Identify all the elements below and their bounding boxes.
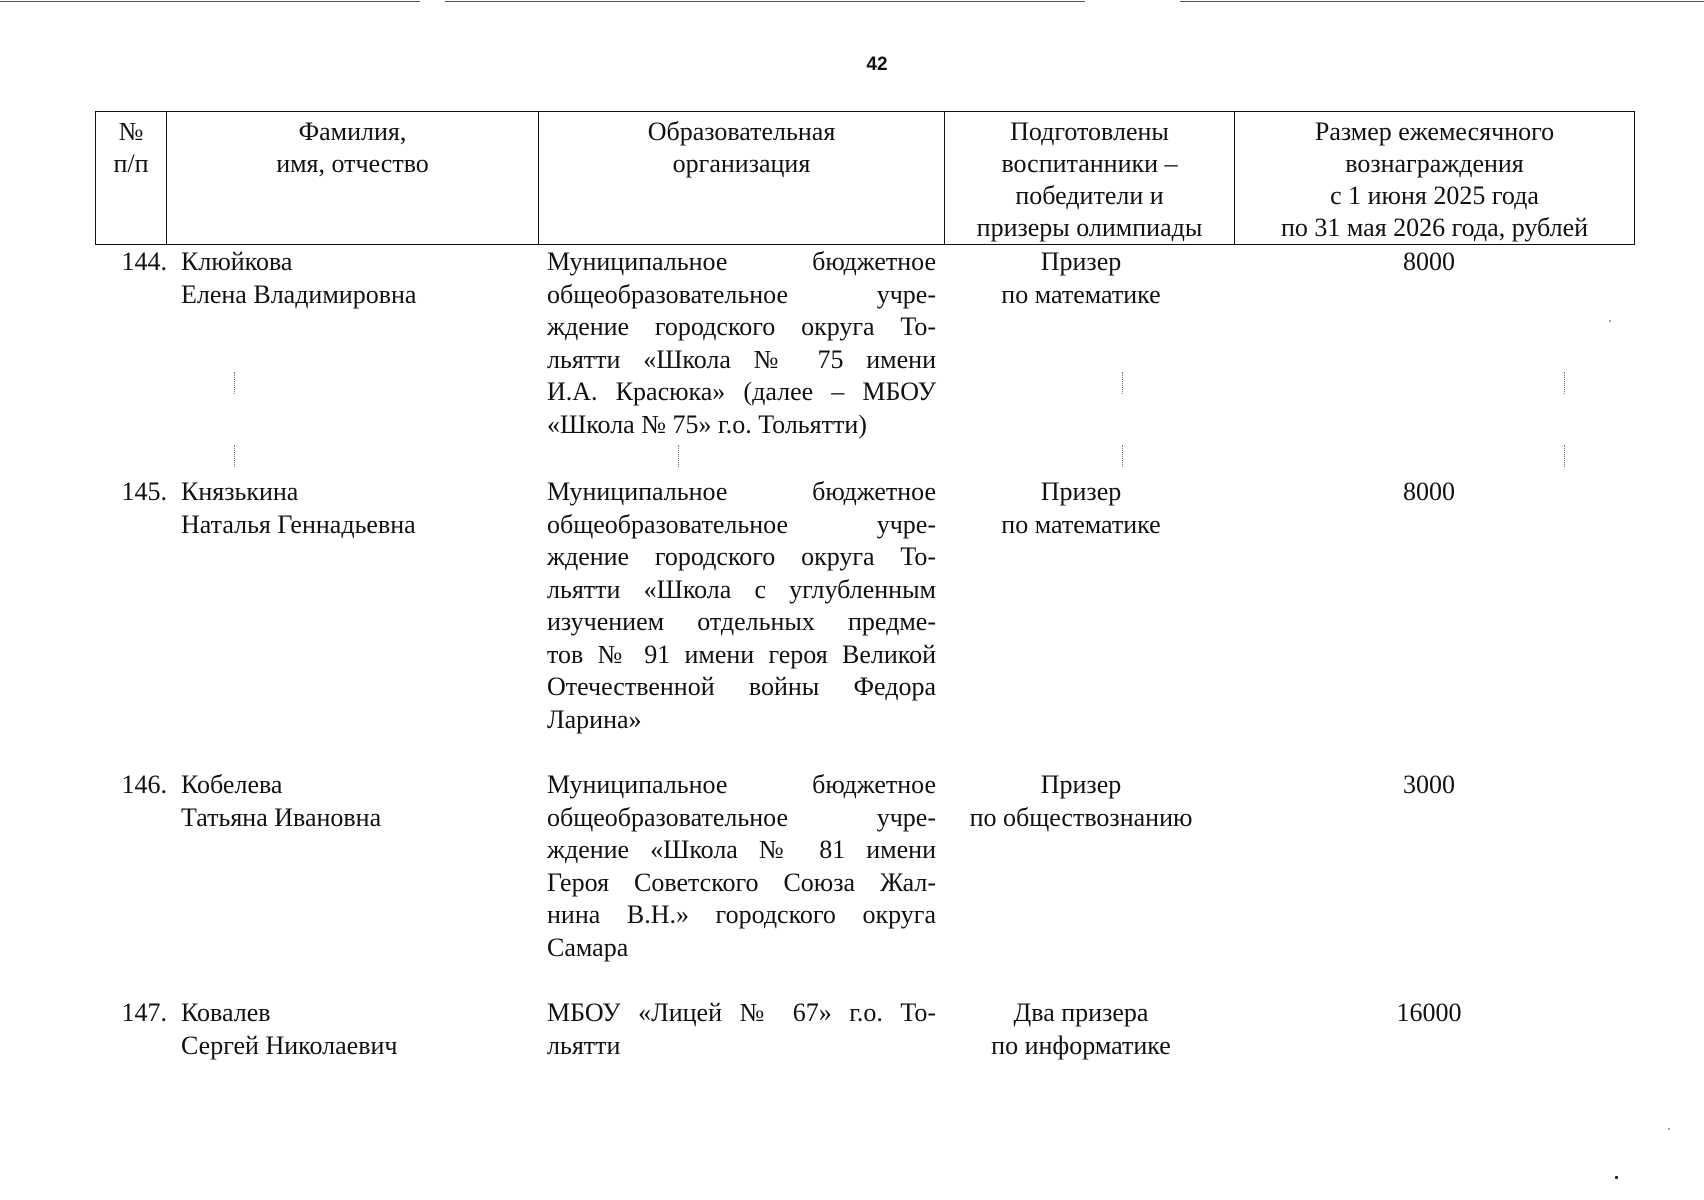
org-line: общеобразовательное учре- xyxy=(547,279,936,309)
org-line: МБОУ «Лицей № 67» г.о. То- xyxy=(547,998,936,1027)
name-line: Наталья Геннадьевна xyxy=(181,509,416,539)
org-line: Героя Советского Союза Жал- xyxy=(547,867,936,897)
result-line: по обществознанию xyxy=(969,802,1193,832)
name-line: Елена Владимировна xyxy=(181,279,417,309)
scan-speck xyxy=(1564,445,1566,467)
name-line: Кобелева xyxy=(181,770,283,799)
scan-speck xyxy=(1122,445,1124,467)
result-line: по математике xyxy=(1001,509,1161,539)
result-line: по информатике xyxy=(991,1030,1171,1060)
scan-speck xyxy=(1564,372,1566,394)
header-line: победители и xyxy=(1015,181,1164,210)
scan-edge-line xyxy=(0,1,420,2)
org-line: Муниципальное бюджетное xyxy=(547,477,936,506)
header-cell-amount: Размер ежемесячного вознаграждения с 1 и… xyxy=(1234,111,1635,245)
olympiad-result: Призер по обществознанию xyxy=(943,769,1219,834)
name-line: Сергей Николаевич xyxy=(181,1030,398,1060)
org-line: ждение «Школа № 81 имени xyxy=(547,835,936,864)
scan-edge-line xyxy=(445,1,1085,2)
row-number: 147. xyxy=(121,998,168,1027)
organization: Муниципальное бюджетное общеобразователь… xyxy=(547,246,936,441)
org-line: Ларина» xyxy=(547,704,642,734)
person-name: Кобелева Татьяна Ивановна xyxy=(181,769,541,834)
header-line: Фамилия, xyxy=(298,117,407,146)
org-line: льятти xyxy=(547,1030,621,1060)
org-line: общеобразовательное учре- xyxy=(547,802,936,832)
result-line: Призер xyxy=(1040,247,1122,276)
org-line: ждение городского округа То- xyxy=(547,542,936,571)
result-line: Два призера xyxy=(1013,998,1149,1027)
header-line: Подготовлены xyxy=(1010,117,1169,146)
org-line: Муниципальное бюджетное xyxy=(547,247,936,276)
header-line: № xyxy=(118,117,144,146)
header-line: Образовательная xyxy=(647,117,836,146)
olympiad-result: Призер по математике xyxy=(943,246,1219,311)
reward-amount: 3000 xyxy=(1403,770,1455,799)
header-line: призеры олимпиады xyxy=(976,213,1203,242)
scan-speck xyxy=(1668,1128,1670,1130)
header-line: Размер ежемесячного xyxy=(1314,117,1555,146)
person-name: Ковалев Сергей Николаевич xyxy=(181,997,541,1062)
reward-amount: 8000 xyxy=(1403,477,1455,506)
org-line: «Школа № 75» г.о. Тольятти) xyxy=(547,409,867,439)
row-number: 146. xyxy=(121,770,168,799)
org-line: нина В.Н.» городского округа xyxy=(547,900,936,929)
olympiad-result: Призер по математике xyxy=(943,476,1219,541)
header-line: имя, отчество xyxy=(276,149,429,178)
person-name: Князькина Наталья Геннадьевна xyxy=(181,476,541,541)
organization: МБОУ «Лицей № 67» г.о. То- льятти xyxy=(547,997,936,1062)
page-number: 42 xyxy=(866,54,888,75)
reward-amount: 8000 xyxy=(1403,247,1455,276)
org-line: льятти «Школа с углубленным xyxy=(547,574,936,604)
org-line: Отечественной войны Федора xyxy=(547,672,936,701)
header-line: с 1 июня 2025 года xyxy=(1330,181,1539,210)
header-cell-organization: Образовательная организация xyxy=(538,111,945,245)
olympiad-result: Два призера по информатике xyxy=(943,997,1219,1062)
name-line: Клюйкова xyxy=(181,247,293,276)
name-line: Ковалев xyxy=(181,998,271,1027)
scan-speck xyxy=(678,445,680,467)
person-name: Клюйкова Елена Владимировна xyxy=(181,246,541,311)
header-line: п/п xyxy=(113,149,149,178)
row-number: 145. xyxy=(121,477,168,506)
table-header: № п/п Фамилия, имя, отчество Образовател… xyxy=(95,111,1635,245)
org-line: И.А. Красюка» (далее – МБОУ xyxy=(547,377,936,406)
scan-speck xyxy=(1122,372,1124,394)
scan-speck xyxy=(1615,1176,1618,1179)
scan-speck xyxy=(234,445,236,467)
header-cell-result: Подготовлены воспитанники – победители и… xyxy=(944,111,1235,245)
scan-edge-line xyxy=(1180,1,1704,2)
organization: Муниципальное бюджетное общеобразователь… xyxy=(547,769,936,964)
org-line: общеобразовательное учре- xyxy=(547,509,936,539)
header-line: по 31 мая 2026 года, рублей xyxy=(1280,213,1589,242)
header-cell-number: № п/п xyxy=(95,111,167,245)
result-line: Призер xyxy=(1040,477,1122,506)
org-line: льятти «Школа № 75 имени xyxy=(547,344,936,374)
header-line: организация xyxy=(672,149,811,178)
row-number: 144. xyxy=(121,247,168,276)
result-line: Призер xyxy=(1040,770,1122,799)
result-line: по математике xyxy=(1001,279,1161,309)
scan-speck xyxy=(234,372,236,394)
org-line: Муниципальное бюджетное xyxy=(547,770,936,799)
org-line: тов № 91 имени героя Великой xyxy=(547,639,936,669)
header-cell-name: Фамилия, имя, отчество xyxy=(166,111,539,245)
org-line: изучением отдельных предме- xyxy=(547,607,936,636)
org-line: ждение городского округа То- xyxy=(547,312,936,341)
organization: Муниципальное бюджетное общеобразователь… xyxy=(547,476,936,736)
reward-amount: 16000 xyxy=(1396,998,1462,1027)
header-line: воспитанники – xyxy=(1001,149,1178,178)
scan-speck xyxy=(1609,320,1611,322)
header-line: вознаграждения xyxy=(1345,149,1524,178)
name-line: Князькина xyxy=(181,477,299,506)
name-line: Татьяна Ивановна xyxy=(181,802,382,832)
org-line: Самара xyxy=(547,932,629,962)
